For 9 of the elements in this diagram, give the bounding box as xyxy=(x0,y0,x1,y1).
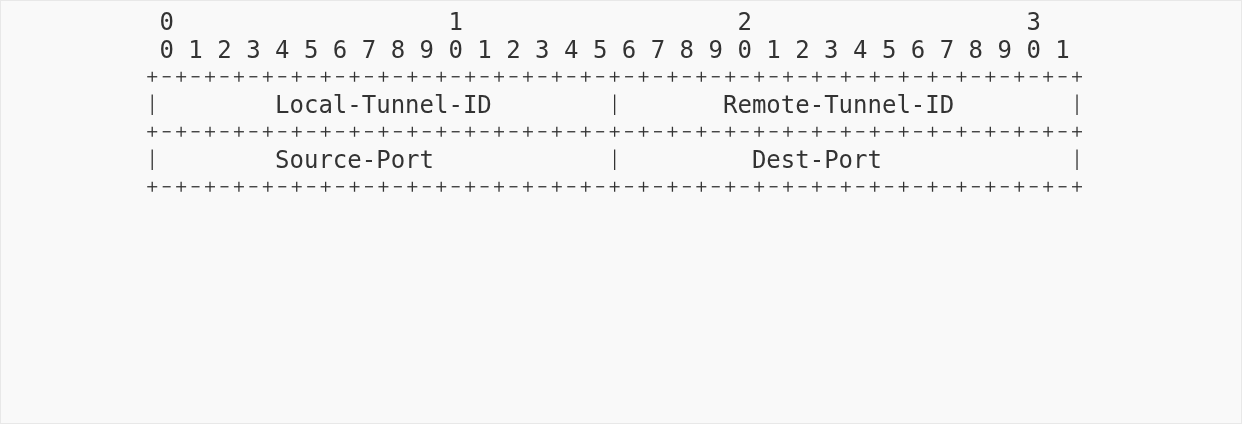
field-name: Remote-Tunnel-ID xyxy=(723,90,955,119)
octet-number: 2 xyxy=(737,8,752,36)
field-name: Source-Port xyxy=(275,145,434,174)
octet-number: 1 xyxy=(448,8,463,36)
bit-numbers: 0 1 2 3 4 5 6 7 8 9 0 1 2 3 4 5 6 7 8 9 0 1 2 3 4 5 6 7 8 9 0 1 xyxy=(159,35,1070,64)
octet-number: 0 xyxy=(159,8,174,36)
field-name: Dest-Port xyxy=(751,145,882,174)
field-name: Local-Tunnel-ID xyxy=(275,90,492,119)
octet-number: 3 xyxy=(1026,8,1041,36)
